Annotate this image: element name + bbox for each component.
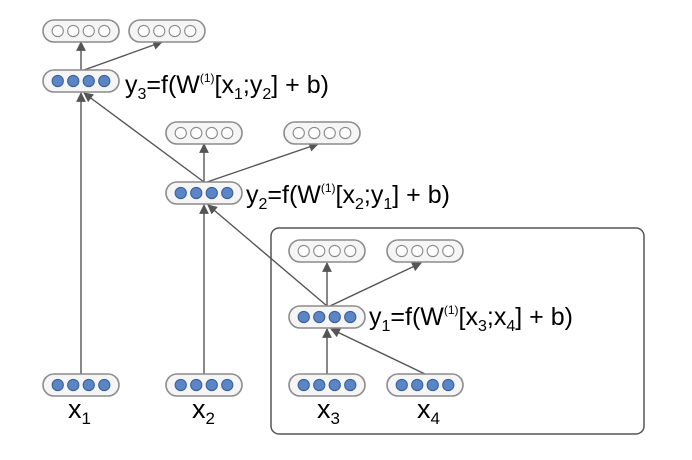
filled-unit [82,378,95,392]
input-vector-x4 [386,373,464,397]
input-vector-x2 [165,373,243,397]
input-label-x2: x2 [192,394,215,428]
arrow-y2-to-y3 [83,92,205,183]
empty-unit [328,244,341,258]
subtree-frame [270,227,645,435]
output-vector-y3-right [128,19,206,43]
empty-unit [308,126,321,140]
input-label-x3: x3 [317,394,340,428]
input-vector-x3 [288,373,366,397]
empty-unit [297,244,310,258]
hidden-vector-y1 [288,305,366,329]
arrow-y3-to-out-right [83,40,163,71]
input-label-x4: x4 [417,394,440,428]
empty-unit [98,24,111,38]
empty-unit [339,126,352,140]
filled-unit [297,310,310,324]
empty-unit [292,126,305,140]
output-vector-y2-right [283,121,361,145]
empty-unit [395,244,408,258]
empty-unit [221,126,234,140]
filled-unit [313,378,326,392]
filled-unit [98,74,111,88]
arrows-layer [76,40,426,375]
empty-unit [344,244,357,258]
filled-unit [442,378,455,392]
output-vector-y2-left [165,121,243,145]
filled-unit [190,378,203,392]
filled-unit [221,186,234,200]
filled-unit [174,378,187,392]
empty-unit [190,126,203,140]
filled-unit [190,186,203,200]
equation-y3: y3=f(W(1)[x1;y2] + b) [125,71,329,103]
filled-unit [67,378,80,392]
filled-unit [98,378,111,392]
filled-unit [344,310,357,324]
filled-unit [328,378,341,392]
output-vector-y1-left [288,239,366,263]
arrow-x4-to-y1 [330,328,426,375]
empty-unit [313,244,326,258]
input-label-x1: x1 [68,394,91,428]
empty-unit [51,24,64,38]
empty-unit [442,244,455,258]
filled-unit [174,186,187,200]
empty-unit [411,244,424,258]
equation-y1: y1=f(W(1)[x3;x4] + b) [369,303,573,335]
empty-unit [323,126,336,140]
empty-unit [153,24,166,38]
arrow-y1-to-out-right [329,262,422,307]
arrow-y1-to-y2 [207,204,328,307]
hidden-vector-y2 [165,181,243,205]
empty-unit [168,24,181,38]
arrow-y2-to-out-right [206,142,319,183]
filled-unit [205,186,218,200]
filled-unit [82,74,95,88]
filled-unit [51,378,64,392]
filled-unit [313,310,326,324]
filled-unit [221,378,234,392]
empty-unit [184,24,197,38]
filled-unit [297,378,310,392]
empty-unit [137,24,150,38]
equation-y2: y2=f(W(1)[x2;y1] + b) [246,181,450,213]
filled-unit [51,74,64,88]
filled-unit [205,378,218,392]
empty-unit [67,24,80,38]
input-vector-x1 [42,373,120,397]
output-vector-y3-left [42,19,120,43]
vectors-layer [42,19,464,397]
empty-unit [174,126,187,140]
filled-unit [67,74,80,88]
filled-unit [344,378,357,392]
empty-unit [426,244,439,258]
filled-unit [328,310,341,324]
empty-unit [82,24,95,38]
filled-unit [411,378,424,392]
filled-unit [426,378,439,392]
filled-unit [395,378,408,392]
output-vector-y1-right [386,239,464,263]
empty-unit [205,126,218,140]
hidden-vector-y3 [42,69,120,93]
